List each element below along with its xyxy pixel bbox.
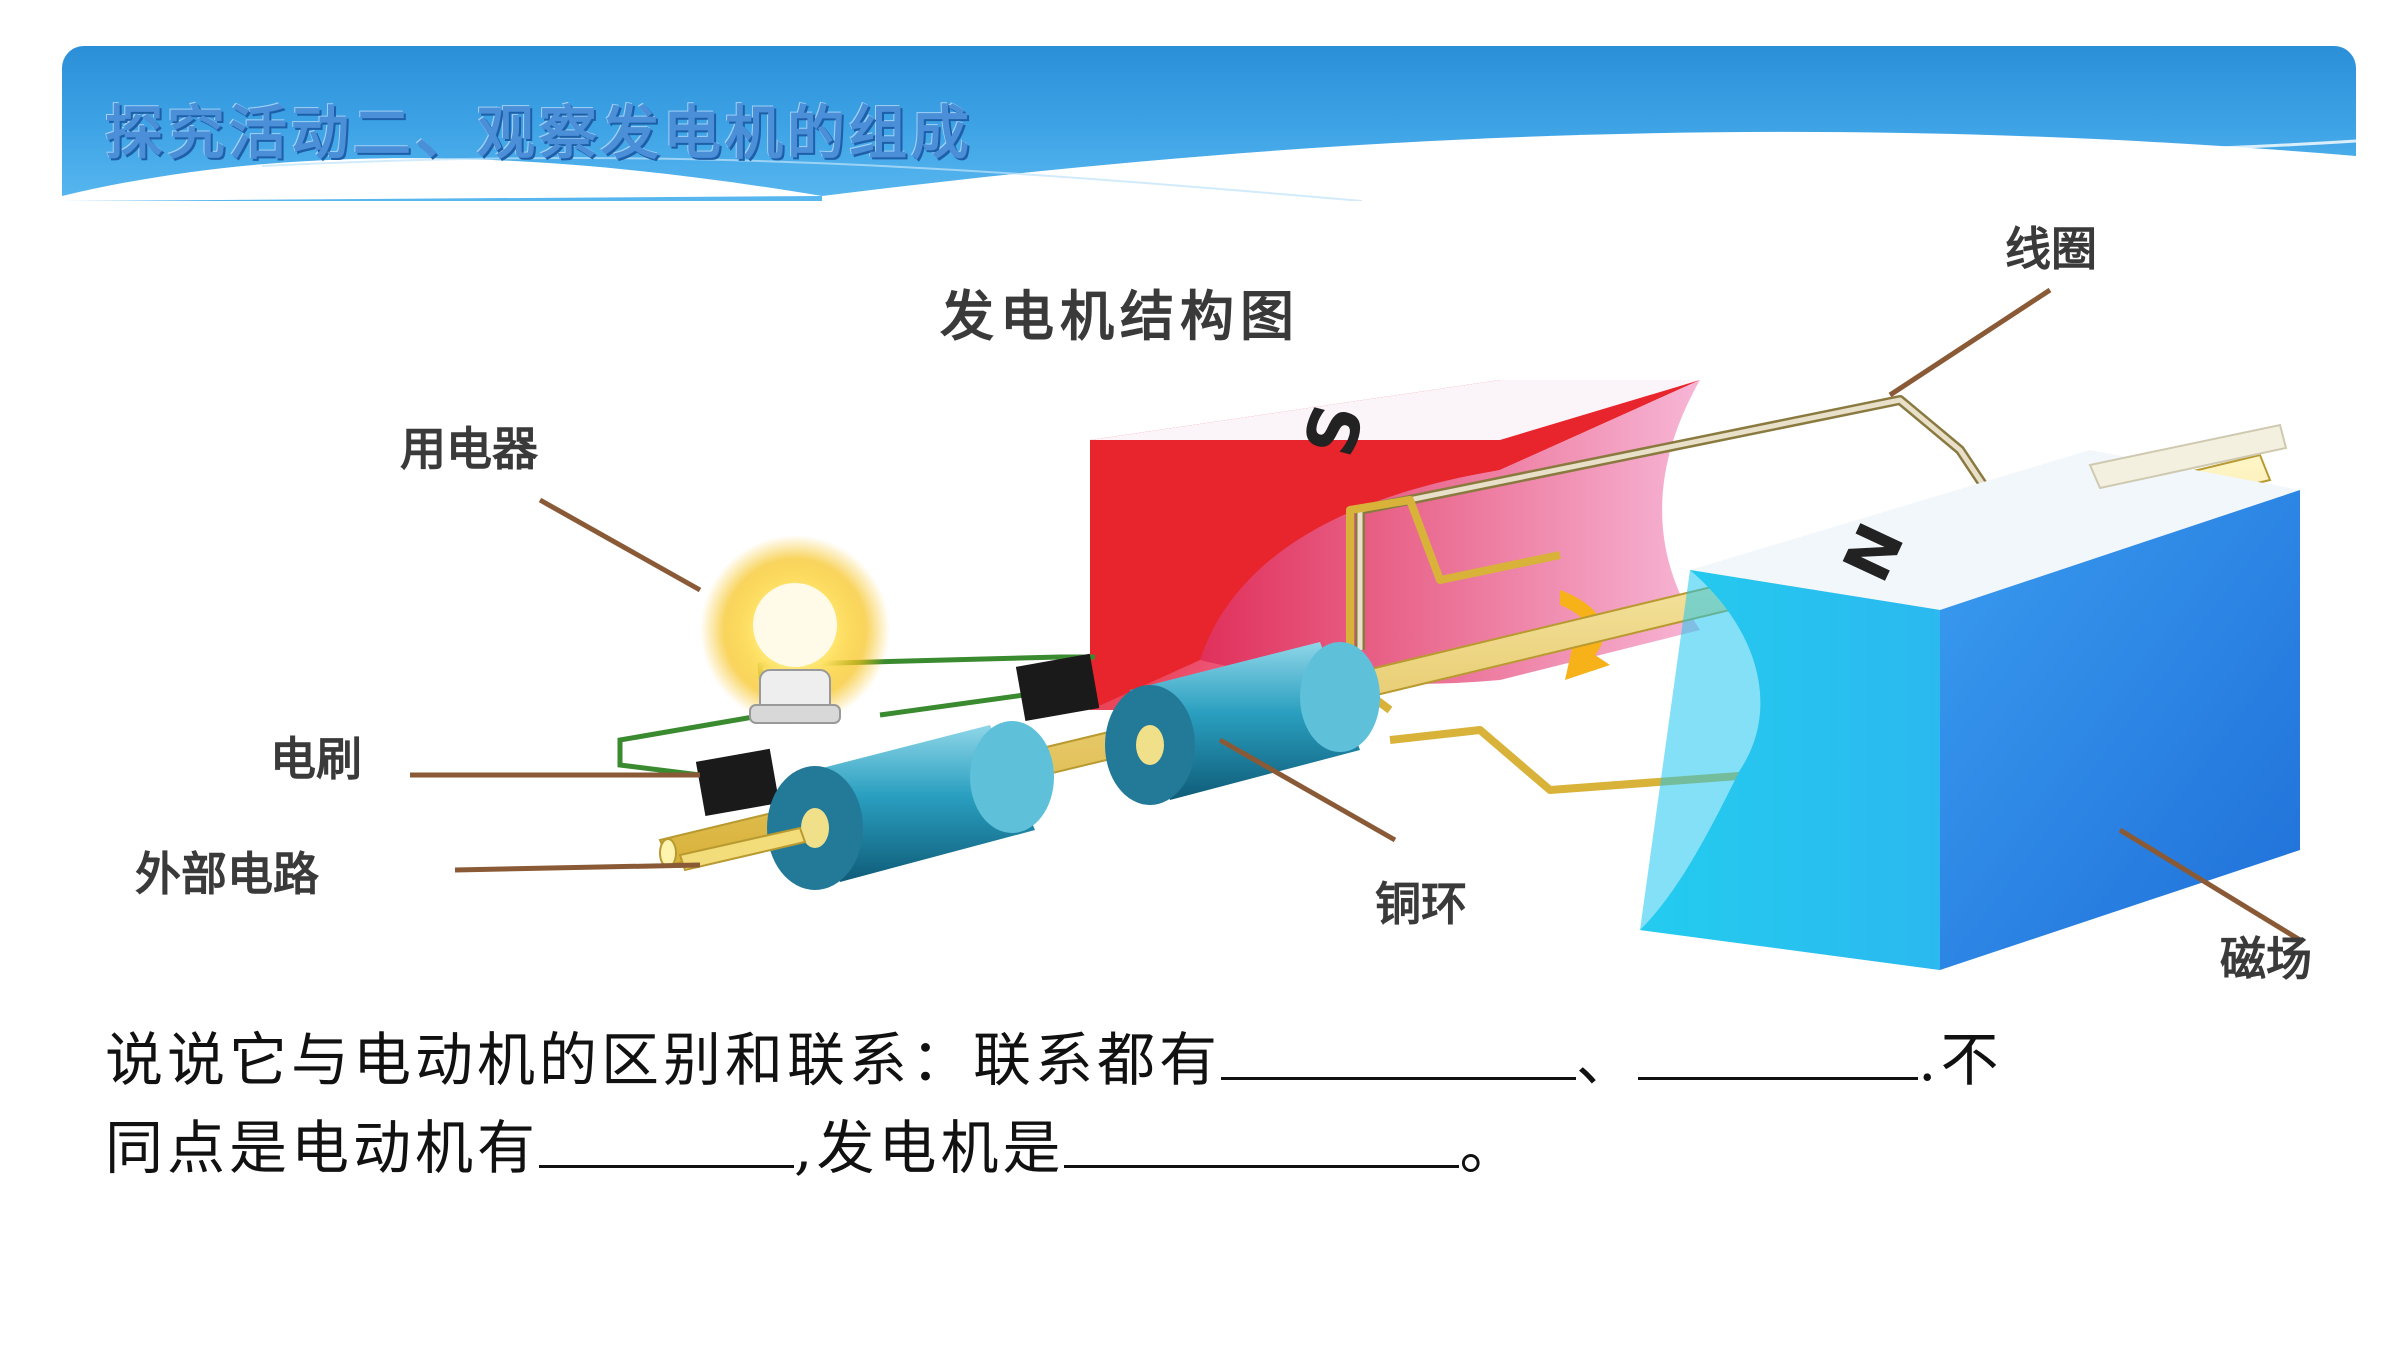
question-line1-tail: .不 bbox=[1918, 1026, 2003, 1094]
label-external-circuit: 外部电路 bbox=[135, 847, 320, 901]
blank-motor-difference[interactable] bbox=[539, 1103, 795, 1168]
generator-diagram: 发电机结构图 S N bbox=[135, 222, 2312, 986]
label-copper-ring: 铜环 bbox=[1375, 877, 1467, 931]
label-magnetic-field: 磁场 bbox=[2220, 932, 2312, 986]
bulb-icon bbox=[700, 535, 890, 725]
question-line2-start: 同点是电动机有 bbox=[105, 1114, 540, 1182]
rotation-arrow-icon bbox=[1560, 590, 1610, 680]
copper-ring-front bbox=[767, 721, 1054, 890]
banner-wave bbox=[62, 131, 2356, 201]
diagram-title: 发电机结构图 bbox=[940, 284, 1300, 348]
question-line-1: 说说它与电动机的区别和联系：联系都有 、 .不 bbox=[105, 1015, 2305, 1103]
north-magnet: N bbox=[1640, 450, 2300, 970]
copper-ring-rear bbox=[1105, 642, 1380, 805]
question-line2-end: 。 bbox=[1459, 1114, 1522, 1182]
label-brush: 电刷 bbox=[270, 732, 362, 786]
question-text: 说说它与电动机的区别和联系：联系都有 、 .不 同点是电动机有 ,发电机是 。 bbox=[105, 1015, 2305, 1191]
label-coil: 线圈 bbox=[2005, 222, 2097, 276]
label-appliance: 用电器 bbox=[400, 422, 539, 476]
blank-generator-difference[interactable] bbox=[1064, 1103, 1460, 1168]
header-banner bbox=[62, 46, 2356, 201]
question-separator: 、 bbox=[1576, 1026, 1639, 1094]
question-prompt: 说说它与电动机的区别和联系：联系都有 bbox=[105, 1026, 1222, 1094]
brush-lower bbox=[695, 748, 780, 816]
blank-connection-1[interactable] bbox=[1221, 1015, 1577, 1080]
slide-title: 探究活动二、观察发电机的组成 bbox=[105, 99, 974, 167]
leader-lines bbox=[410, 287, 2302, 943]
south-magnet: S bbox=[1090, 380, 1700, 710]
blank-connection-2[interactable] bbox=[1638, 1015, 1919, 1080]
brush-upper bbox=[1015, 653, 1100, 721]
question-line-2: 同点是电动机有 ,发电机是 。 bbox=[105, 1103, 2305, 1191]
question-line2-mid: ,发电机是 bbox=[794, 1114, 1065, 1182]
